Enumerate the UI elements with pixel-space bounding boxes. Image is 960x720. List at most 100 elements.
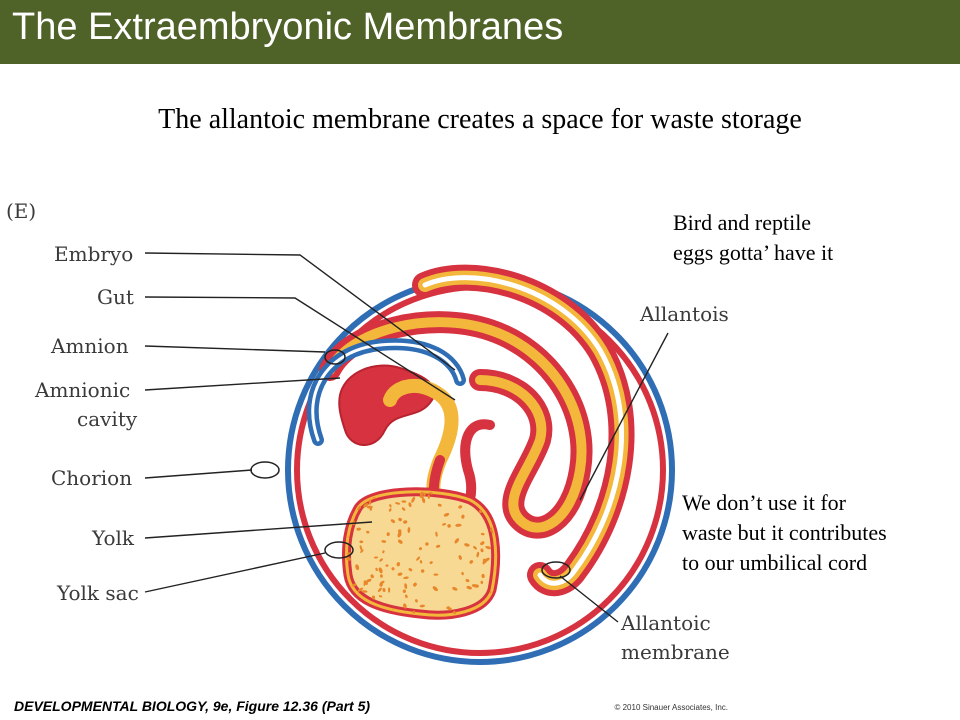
yolk-granule xyxy=(447,524,451,528)
yolk-granule xyxy=(432,586,438,592)
yolk-granule xyxy=(480,532,485,536)
leader-embryo xyxy=(144,252,456,371)
yolk-granule xyxy=(352,583,357,587)
yolk-sac-inner xyxy=(344,490,498,617)
yolk-granule xyxy=(414,599,418,603)
amnion-marker xyxy=(324,349,346,365)
yolk-granule xyxy=(465,579,470,583)
yolk-granule xyxy=(363,503,369,508)
yolk-granule xyxy=(469,560,474,564)
yolk-granule xyxy=(379,580,385,585)
yolk-granule xyxy=(360,549,364,553)
yolk-granule xyxy=(366,530,370,534)
note-bottom-line-2: waste but it contributes xyxy=(682,520,887,545)
yolk-granule xyxy=(435,544,441,548)
yolk-granule xyxy=(375,567,378,572)
yolk-granule xyxy=(403,520,408,524)
yolk-granule xyxy=(419,604,425,608)
note-bird-reptile: Bird and reptile eggs gotta’ have it xyxy=(673,208,903,268)
yolk-granule xyxy=(485,546,492,550)
yolk-granule xyxy=(461,514,465,519)
yolk-granule xyxy=(370,574,374,579)
yolk-granule xyxy=(366,578,372,583)
yolk-granule xyxy=(378,595,383,598)
label-chorion: Chorion xyxy=(51,466,132,490)
yolk-granule xyxy=(397,572,403,576)
label-yolk-sac: Yolk sac xyxy=(56,581,139,605)
yolk-granule xyxy=(397,531,402,538)
yolk-granule xyxy=(355,564,360,571)
yolk-granule xyxy=(408,568,413,572)
yolk-granule xyxy=(403,603,407,609)
yolk-granule xyxy=(480,541,485,546)
yolk-granule xyxy=(464,543,470,547)
yolk-granule xyxy=(481,573,485,579)
yolk-granule xyxy=(401,507,406,511)
figure-source: DEVELOPMENTAL BIOLOGY, 9e, Figure 12.36 … xyxy=(14,698,371,714)
yolk-granule xyxy=(454,538,460,544)
yolk-granule xyxy=(363,580,368,586)
title-bar: The Extraembryonic Membranes xyxy=(0,0,960,64)
chorion-marker xyxy=(250,461,280,479)
yolk-granule xyxy=(413,582,417,587)
leader-chorion xyxy=(144,469,253,479)
amnion-blue-arc-inner xyxy=(311,342,462,442)
yolk-granule xyxy=(395,502,401,505)
yolk-granule xyxy=(361,590,368,593)
allantois-coil-lumen xyxy=(422,275,625,586)
leader-yolk-sac xyxy=(144,552,326,593)
yolk-granule xyxy=(398,517,403,522)
yolk-granule xyxy=(466,585,473,590)
yolk-granule xyxy=(421,497,426,504)
yolk-granule xyxy=(346,556,352,561)
note-bottom-line-1: We don’t use it for xyxy=(682,490,847,515)
yolk-granule xyxy=(402,589,407,593)
yolk-granule xyxy=(359,545,363,551)
note-bottom-line-3: to our umbilical cord xyxy=(682,550,868,575)
yolk-granule xyxy=(386,532,390,537)
label-yolk: Yolk xyxy=(91,526,135,550)
yolk-granule xyxy=(377,587,382,592)
yolk-granule xyxy=(437,503,442,507)
leader-amnionic-cavity xyxy=(144,377,341,391)
slide-title: The Extraembryonic Membranes xyxy=(12,6,564,48)
yolk-granule xyxy=(412,610,416,615)
label-embryo: Embryo xyxy=(54,242,133,266)
yolk-granule xyxy=(419,491,424,497)
label-gut: Gut xyxy=(97,285,134,309)
yolk-granule xyxy=(478,509,483,514)
yolk-granule xyxy=(382,588,386,592)
yolk-granule xyxy=(480,580,484,584)
label-amnion: Amnion xyxy=(50,334,129,358)
yolk-granule xyxy=(403,576,409,580)
yolk-sac-membrane xyxy=(341,487,501,620)
note-top-line-2: eggs gotta’ have it xyxy=(673,240,834,265)
yolk-granule xyxy=(425,542,429,546)
yolk-granule xyxy=(473,545,477,550)
yolk-granule xyxy=(429,561,433,565)
leader-amnion xyxy=(144,345,326,353)
label-allantois: Allantois xyxy=(639,302,729,326)
yolk-granule xyxy=(379,558,383,562)
yolk-granule xyxy=(401,500,407,503)
yolk-granule xyxy=(404,594,408,599)
yolk-granule xyxy=(455,523,462,527)
yolk-granule xyxy=(397,539,403,544)
yolk-granule xyxy=(385,564,389,567)
yolk-granule xyxy=(359,540,364,544)
yolk-granule xyxy=(419,560,423,564)
yolk-granule xyxy=(433,573,439,576)
allantoic-membrane-marker xyxy=(541,561,571,579)
yolk-granule xyxy=(408,502,412,508)
yolk-granule xyxy=(476,551,480,558)
note-umbilical: We don’t use it for waste but it contrib… xyxy=(682,488,952,578)
yolk-granule xyxy=(427,494,430,499)
yolk-granule xyxy=(416,556,421,561)
yolk-granule xyxy=(382,550,385,554)
yolk-granule xyxy=(420,569,425,573)
yolk-granule xyxy=(419,547,422,551)
leader-yolk xyxy=(144,521,373,539)
yolk-granule xyxy=(381,540,387,543)
label-cavity: cavity xyxy=(77,407,138,431)
